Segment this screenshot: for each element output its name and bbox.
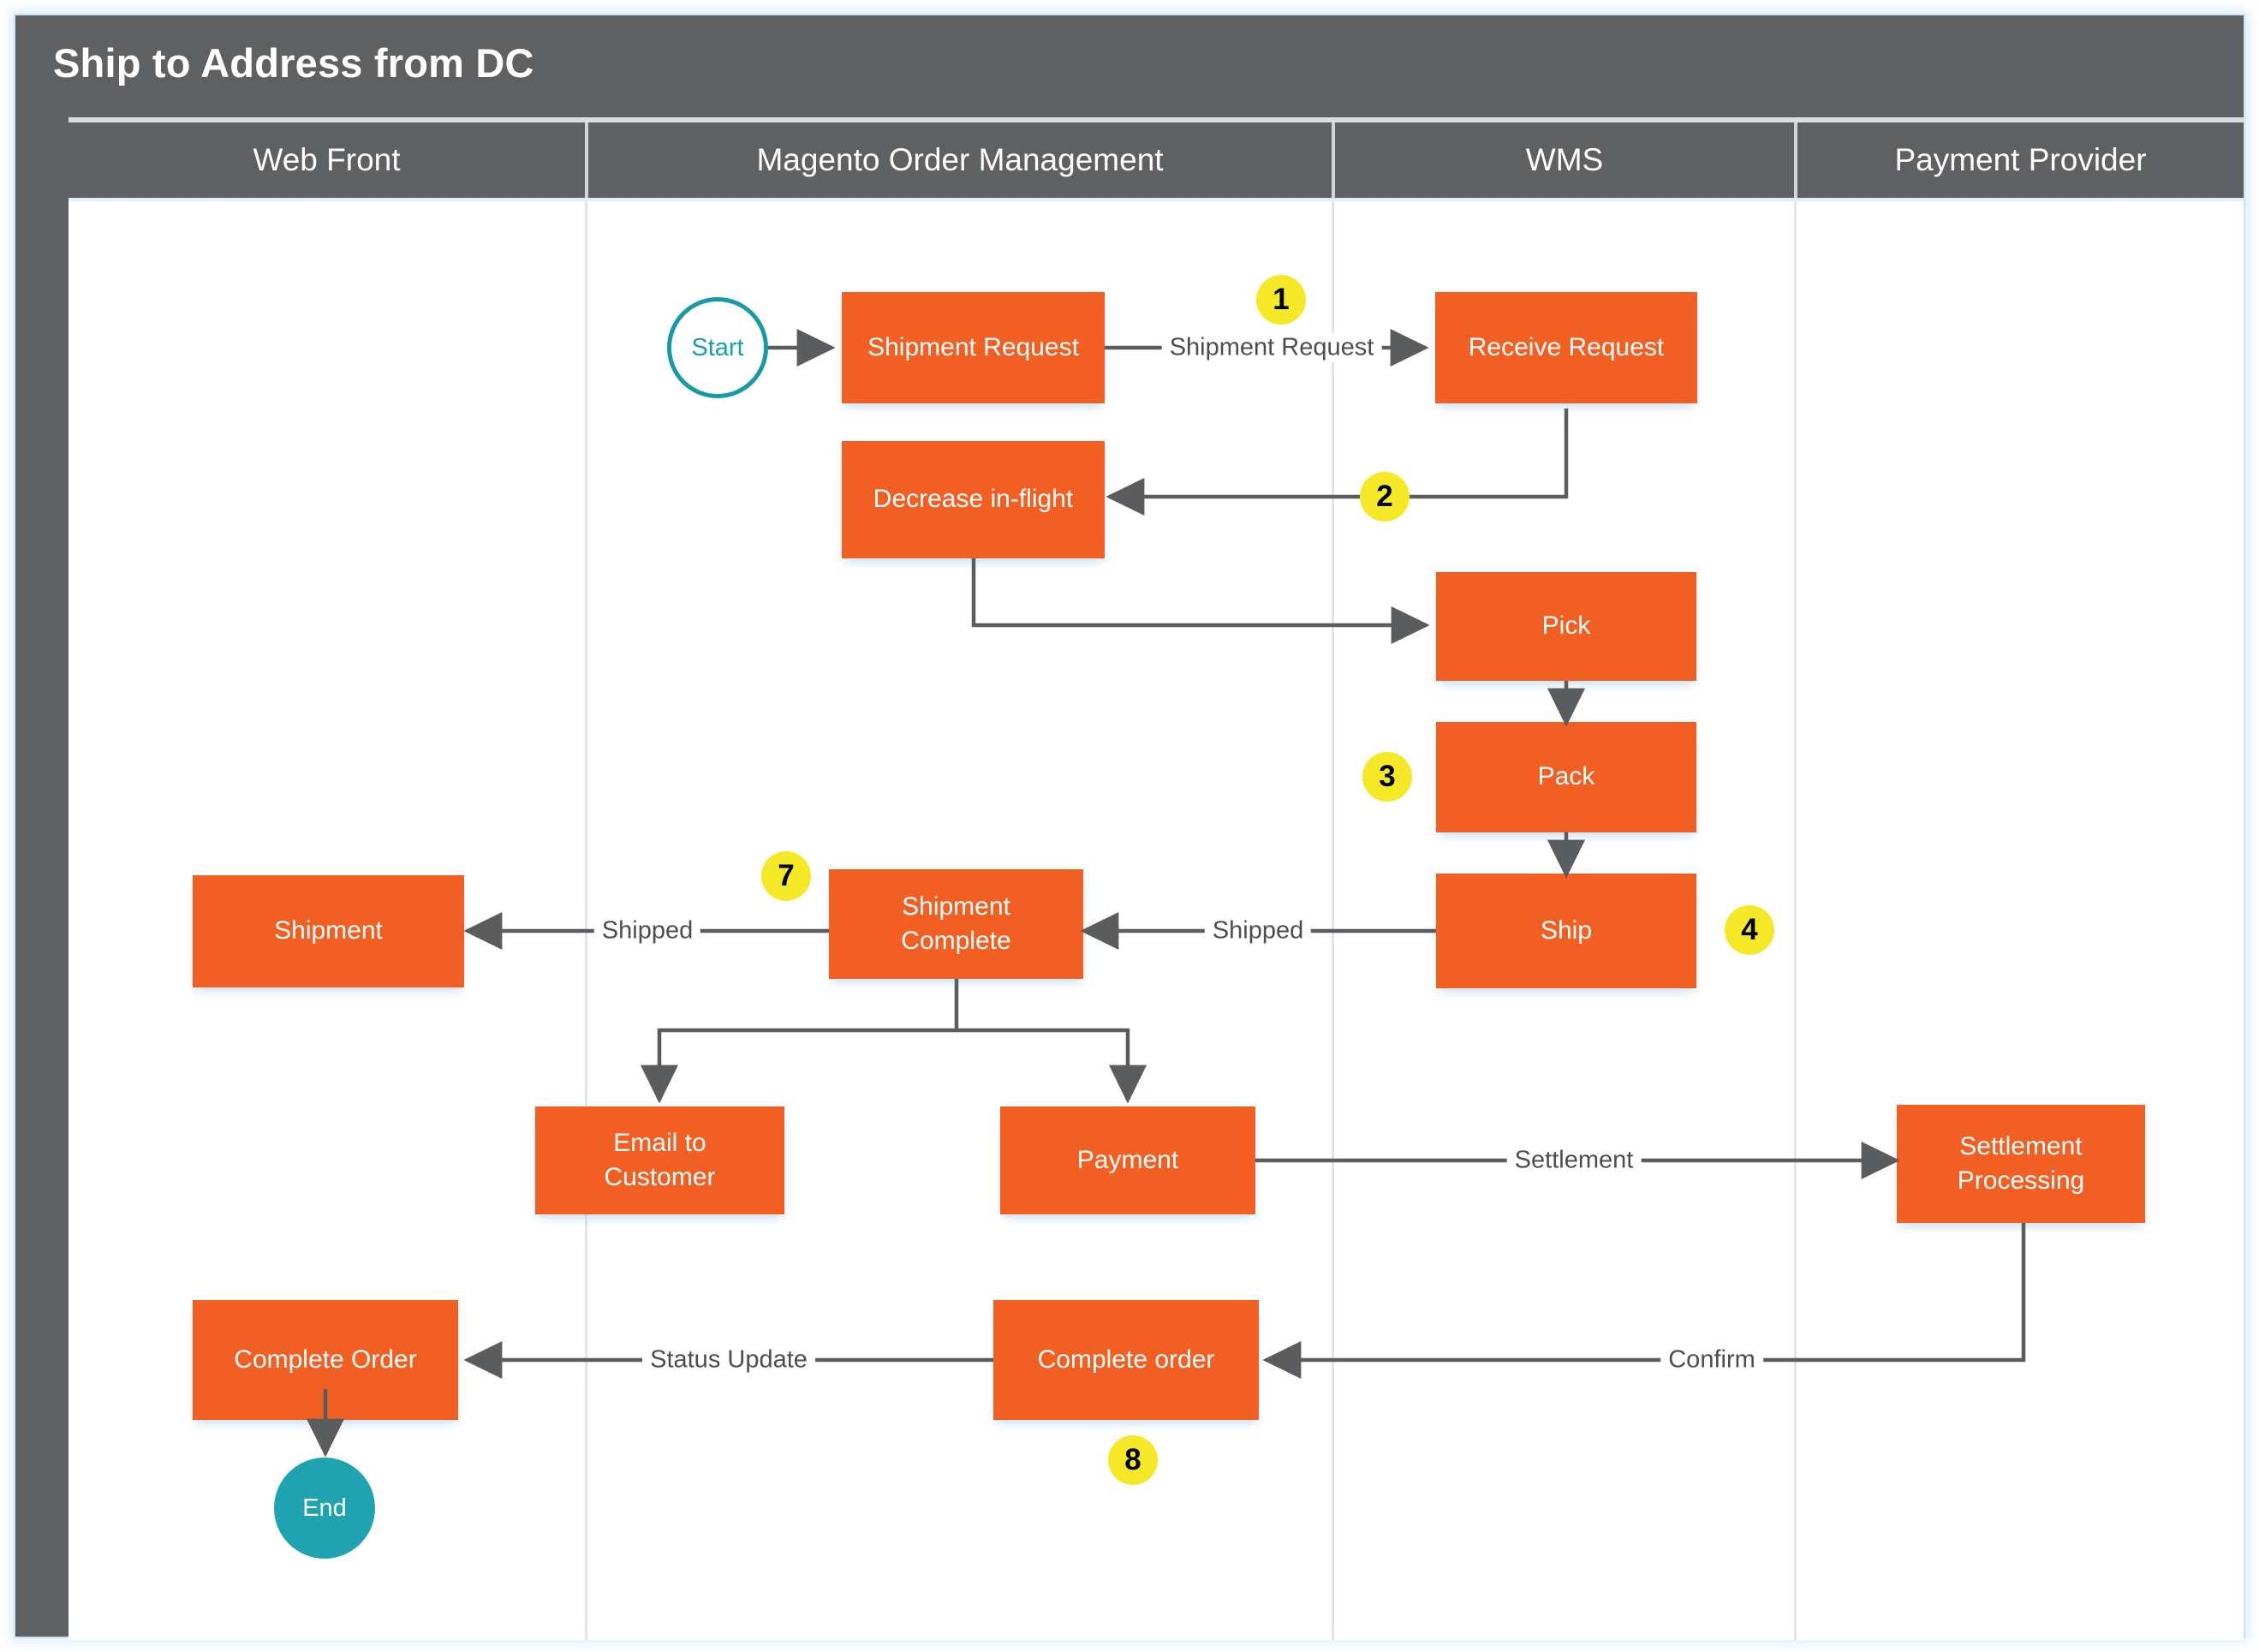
lane-header-label: WMS	[1525, 142, 1604, 177]
edge-label-shipped-wms: Shipped	[1204, 916, 1312, 945]
badge-7[interactable]: 7	[761, 851, 811, 901]
node-pack[interactable]: Pack	[1436, 722, 1696, 832]
node-pick[interactable]: Pick	[1436, 572, 1696, 681]
node-label: Settlement Processing	[1957, 1131, 2085, 1196]
page-title: Ship to Address from DC	[53, 40, 534, 86]
node-shipment-complete[interactable]: Shipment Complete	[829, 869, 1083, 979]
edge-label-shipment-request: Shipment Request	[1161, 333, 1382, 362]
node-label: Complete Order	[234, 1345, 417, 1374]
node-label: Complete order	[1037, 1345, 1215, 1374]
badge-1[interactable]: 1	[1256, 275, 1306, 325]
node-decrease-in-flight[interactable]: Decrease in-flight	[842, 441, 1105, 558]
badge-4[interactable]: 4	[1725, 905, 1774, 955]
lane-header-divider	[1332, 122, 1335, 198]
node-end[interactable]: End	[274, 1458, 375, 1559]
node-settlement-processing[interactable]: Settlement Processing	[1897, 1105, 2145, 1223]
lane-header-divider	[585, 122, 588, 198]
lane-divider-1	[585, 201, 587, 1640]
node-payment[interactable]: Payment	[1000, 1106, 1255, 1214]
lane-header-wms[interactable]: WMS	[1335, 122, 1794, 198]
node-email-to-customer[interactable]: Email to Customer	[535, 1106, 784, 1214]
node-label: Shipment	[274, 916, 383, 945]
node-label: Pick	[1541, 611, 1591, 641]
left-rail	[15, 15, 69, 1637]
node-shipment[interactable]: Shipment	[193, 875, 464, 987]
node-label: Payment	[1076, 1145, 1179, 1174]
node-label: Email to Customer	[604, 1128, 716, 1192]
title-bar: Ship to Address from DC	[15, 15, 2244, 122]
node-label: Start	[691, 333, 744, 361]
edge-label-status-update: Status Update	[642, 1345, 815, 1375]
node-ship[interactable]: Ship	[1436, 874, 1696, 988]
lane-header-web-front[interactable]: Web Front	[69, 122, 585, 198]
node-label: End	[302, 1494, 347, 1522]
lane-header-divider	[1794, 122, 1797, 198]
lane-header-magento-order-management[interactable]: Magento Order Management	[588, 122, 1332, 198]
node-complete-order-mom[interactable]: Complete order	[993, 1300, 1259, 1420]
node-label: Pack	[1537, 762, 1595, 791]
node-label: Ship	[1540, 915, 1593, 945]
node-start[interactable]: Start	[667, 297, 768, 398]
lane-header-label: Web Front	[253, 142, 401, 177]
badge-3[interactable]: 3	[1362, 752, 1412, 802]
edge-label-settlement: Settlement	[1506, 1146, 1642, 1175]
badge-2[interactable]: 2	[1360, 472, 1410, 522]
node-label: Decrease in-flight	[873, 485, 1074, 514]
node-label: Shipment Request	[867, 332, 1079, 361]
node-complete-order-web[interactable]: Complete Order	[193, 1300, 458, 1420]
lane-header-label: Magento Order Management	[756, 142, 1164, 177]
lane-header-label: Payment Provider	[1894, 142, 2147, 177]
node-shipment-request[interactable]: Shipment Request	[842, 292, 1105, 403]
edge-label-confirm: Confirm	[1660, 1345, 1763, 1375]
badge-8[interactable]: 8	[1108, 1435, 1158, 1485]
node-label: Shipment Complete	[901, 892, 1011, 956]
lane-divider-2	[1332, 201, 1334, 1640]
lane-header-payment-provider[interactable]: Payment Provider	[1797, 122, 2244, 198]
node-receive-request[interactable]: Receive Request	[1435, 292, 1697, 403]
edge-label-shipped-web: Shipped	[593, 916, 701, 945]
swimlane-header-row: Web Front Magento Order Management WMS P…	[69, 117, 2244, 198]
lane-divider-3	[1794, 201, 1797, 1640]
node-label: Receive Request	[1468, 332, 1665, 361]
